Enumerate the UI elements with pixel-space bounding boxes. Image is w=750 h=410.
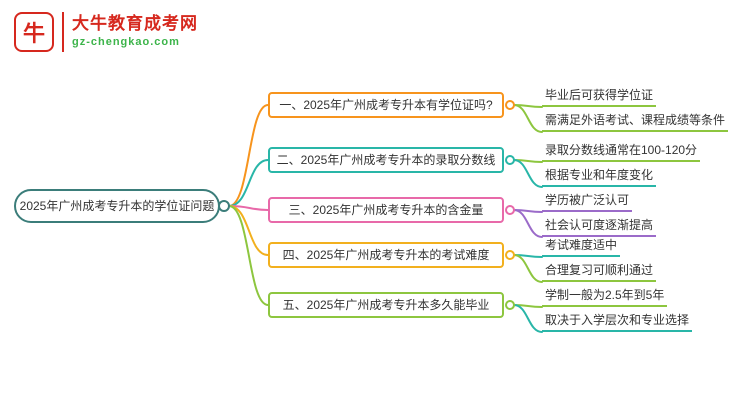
wire-branch4-leaf2	[513, 254, 543, 283]
branch-node-1: 一、2025年广州成考专升本有学位证吗?	[268, 92, 504, 118]
branch-node-5: 五、2025年广州成考专升本多久能毕业	[268, 292, 504, 318]
wire-branch3-leaf2	[513, 209, 543, 238]
wire-root-branch-1	[228, 104, 269, 207]
wire-root-branch-4	[228, 205, 269, 256]
leaf-node: 学历被广泛认可	[542, 193, 633, 212]
leaf-node: 根据专业和年度变化	[542, 168, 657, 187]
branch-node-4: 四、2025年广州成考专升本的考试难度	[268, 242, 504, 268]
wire-branch1-leaf2	[513, 104, 543, 133]
leaf-node: 取决于入学层次和专业选择	[542, 313, 693, 332]
bull-icon: 牛	[14, 12, 54, 52]
leaf-node: 需满足外语考试、课程成绩等条件	[542, 113, 729, 132]
leaf-node: 考试难度适中	[542, 238, 621, 257]
site-logo: 牛 大牛教育成考网 gz-chengkao.com	[14, 12, 198, 52]
root-socket	[218, 200, 230, 212]
brand-domain: gz-chengkao.com	[72, 36, 180, 48]
branch1-socket	[505, 100, 515, 110]
logo-divider	[62, 12, 64, 52]
wire-branch2-leaf2	[513, 159, 543, 188]
branch-node-3: 三、2025年广州成考专升本的含金量	[268, 197, 504, 223]
leaf-node: 毕业后可获得学位证	[542, 88, 657, 107]
leaf-node: 合理复习可顺利通过	[542, 263, 657, 282]
wire-root-branch-5	[228, 205, 269, 306]
branch-node-2: 二、2025年广州成考专升本的录取分数线	[268, 147, 504, 173]
brand-name: 大牛教育成考网	[72, 14, 198, 33]
wire-branch5-leaf2	[513, 304, 543, 333]
leaf-node: 社会认可度逐渐提高	[542, 218, 657, 237]
branch4-socket	[505, 250, 515, 260]
root-topic-node: 2025年广州成考专升本的学位证问题	[14, 189, 220, 223]
branch3-socket	[505, 205, 515, 215]
branch2-socket	[505, 155, 515, 165]
wire-root-branch-2	[228, 159, 269, 207]
branch5-socket	[505, 300, 515, 310]
leaf-node: 学制一般为2.5年到5年	[542, 288, 668, 307]
leaf-node: 录取分数线通常在100-120分	[542, 143, 701, 162]
